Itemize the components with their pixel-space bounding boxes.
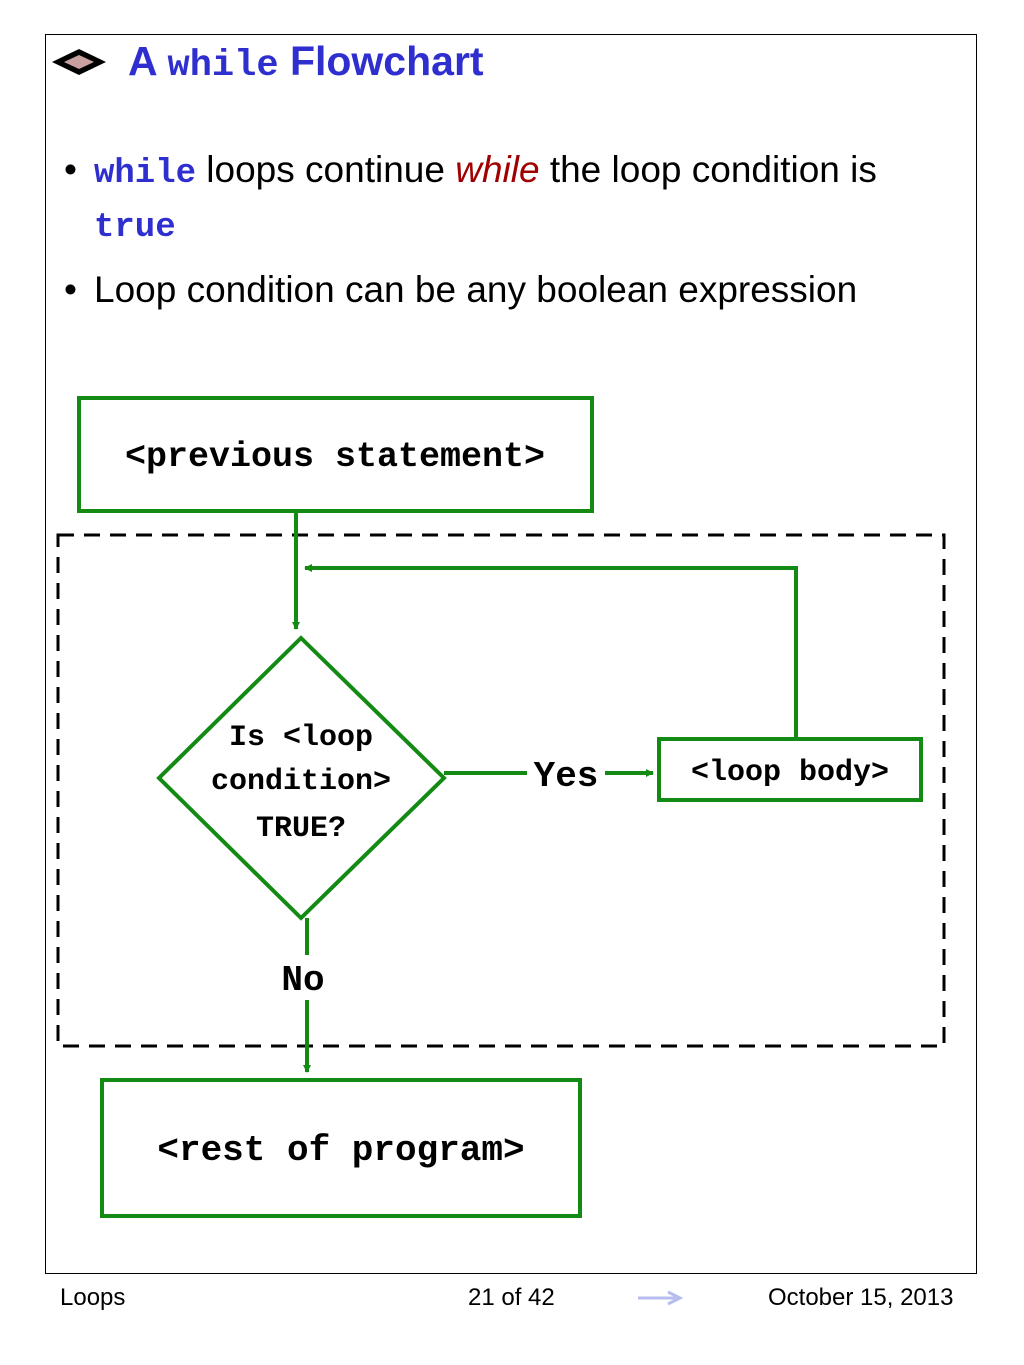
next-slide-arrow-icon[interactable]: [638, 1290, 684, 1306]
yes-label: Yes: [534, 756, 599, 797]
rest-of-program-box: [100, 1078, 582, 1218]
bullet-dot: •: [64, 269, 77, 310]
bullet-text: Loop condition can be any boolean expres…: [94, 269, 858, 310]
bullet-text: loops continue: [196, 149, 456, 190]
decision-label-line-2: condition>: [211, 765, 391, 799]
title-code: while: [167, 44, 279, 87]
emphasis-while: while: [455, 149, 540, 190]
footer-section: Loops: [60, 1284, 126, 1311]
keyword-while: while: [94, 155, 197, 193]
loop-back-arrow: [304, 564, 798, 737]
slide-title: A while Flowchart: [128, 38, 484, 87]
decision-label-line-3: TRUE?: [256, 812, 346, 846]
bullet-list: • while loops continue while the loop co…: [60, 145, 920, 327]
loop-body-label: <loop body>: [691, 756, 889, 790]
decision-label-line-1: Is <loop: [229, 721, 373, 755]
title-prefix: A: [128, 37, 157, 84]
decision-diamond: [156, 635, 447, 921]
footer-date: October 15, 2013: [768, 1284, 954, 1311]
loop-region-outline: [56, 533, 946, 1048]
bullet-item: • while loops continue while the loop co…: [60, 145, 920, 253]
title-suffix: Flowchart: [289, 37, 484, 84]
keyword-true: true: [94, 209, 176, 247]
bullet-text: the loop condition is: [539, 149, 877, 190]
slide-frame: [45, 34, 977, 1274]
no-label: No: [281, 960, 324, 1001]
title-diamond-icon: [52, 49, 106, 75]
bullet-dot: •: [64, 149, 77, 190]
rest-of-program-label: <rest of program>: [157, 1130, 524, 1171]
loop-body-box: [657, 737, 923, 802]
bullet-item: • Loop condition can be any boolean expr…: [60, 265, 920, 315]
previous-statement-box: [77, 396, 594, 513]
title-row: A while Flowchart: [50, 36, 484, 88]
footer-page-number: 21 of 42: [468, 1284, 555, 1311]
previous-statement-label: <previous statement>: [125, 437, 545, 477]
